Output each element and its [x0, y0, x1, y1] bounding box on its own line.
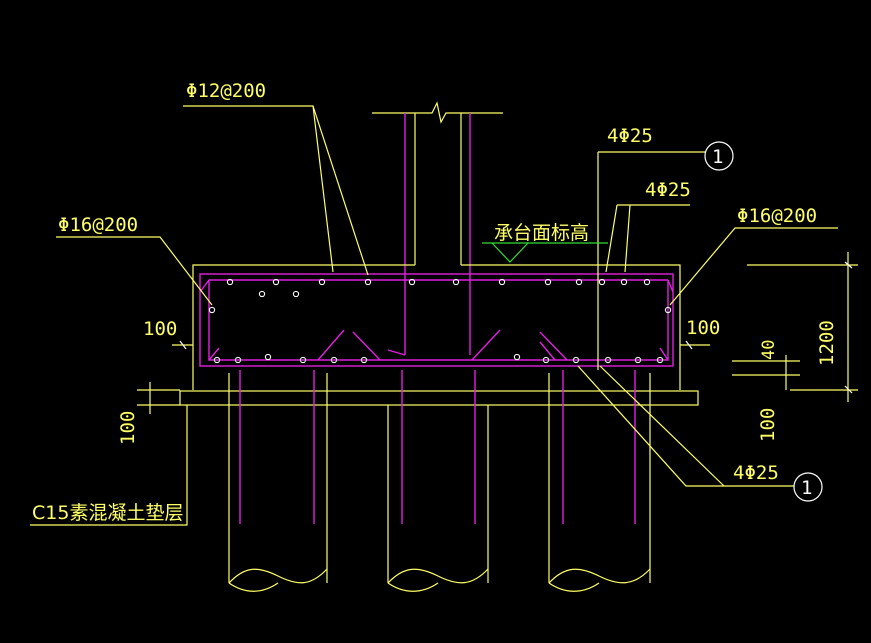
dimensions: [137, 252, 858, 414]
label-top-main-bars: 4Φ25: [607, 125, 653, 147]
dim-cap-height: 1200: [816, 320, 838, 366]
label-left-side-rebar: Φ16@200: [58, 214, 138, 236]
callout-top-number: 1: [712, 146, 723, 168]
label-bottom-main-bars: 4Φ25: [733, 462, 779, 484]
label-top-rebar: Φ12@200: [186, 80, 266, 102]
callout-bottom-circle: [793, 472, 823, 502]
callout-bottom-number: 1: [801, 477, 812, 499]
piles: [228, 370, 651, 592]
dim-pile-embed: 100: [757, 408, 779, 442]
dim-left-cover: 100: [143, 318, 177, 340]
cushion-layer: [179, 390, 699, 406]
rebar-dots: [208, 278, 672, 364]
dim-right-cover: 100: [686, 317, 720, 339]
label-right-side-rebar: Φ16@200: [737, 205, 817, 227]
label-cushion: C15素混凝土垫层: [32, 502, 183, 524]
elevation-mark: [482, 242, 608, 263]
column: [372, 101, 503, 355]
pile-cap-outline: [192, 264, 681, 390]
label-elevation: 承台面标高: [494, 222, 589, 244]
rebar-cage: [199, 273, 674, 367]
dim-cushion: 100: [117, 411, 139, 445]
leader-lines: [30, 105, 838, 526]
callouts: 1 1: [704, 141, 823, 502]
dim-bar-offset: 40: [759, 340, 779, 360]
label-top-main-bars-2: 4Φ25: [645, 179, 691, 201]
callout-top-circle: [704, 141, 734, 171]
